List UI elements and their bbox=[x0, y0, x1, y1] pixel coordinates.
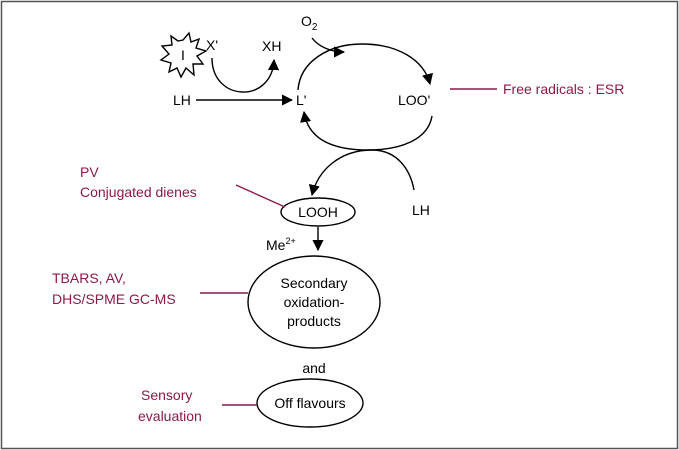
cycle-top-arc bbox=[297, 43, 433, 91]
off-flavours-node bbox=[256, 378, 364, 428]
and-label: and bbox=[302, 360, 325, 376]
lh-right-entry-line bbox=[371, 149, 415, 191]
initiator-label: I bbox=[181, 47, 185, 63]
loo-radical-label: LOO' bbox=[398, 92, 430, 108]
secondary-line1: Secondary bbox=[281, 275, 348, 291]
looh-label: LOOH bbox=[298, 204, 338, 220]
sensory-method-line2: evaluation bbox=[138, 408, 202, 424]
tbars-method: TBARS, AV, bbox=[52, 270, 126, 286]
cycle-to-looh-arrow bbox=[308, 149, 373, 197]
lh-left-label: LH bbox=[173, 92, 191, 108]
metal-catalyst-label: Me2+ bbox=[266, 236, 296, 253]
sensory-method-line1: Sensory bbox=[141, 387, 192, 403]
metal-superscript: 2+ bbox=[285, 236, 295, 246]
o2-label: O2 bbox=[301, 13, 318, 33]
l-radical-label: L' bbox=[296, 92, 306, 108]
secondary-line3: products bbox=[287, 313, 341, 329]
o2-subscript: 2 bbox=[312, 22, 318, 33]
xh-label: XH bbox=[262, 38, 281, 54]
conjugated-dienes-method: Conjugated dienes bbox=[80, 184, 197, 200]
cycle-bottom-arc bbox=[300, 110, 433, 151]
initiator-burst-icon bbox=[159, 31, 208, 79]
o2-entry-arrow bbox=[311, 37, 346, 58]
x-to-xh-arrow bbox=[211, 57, 280, 93]
secondary-products-node bbox=[247, 255, 381, 349]
lh-right-label: LH bbox=[412, 202, 430, 218]
dhs-method: DHS/SPME GC-MS bbox=[52, 291, 176, 307]
off-flavours-label: Off flavours bbox=[274, 395, 345, 411]
pv-method: PV bbox=[80, 164, 99, 180]
secondary-line2: oxidation- bbox=[284, 294, 345, 310]
pv-connector bbox=[235, 184, 286, 208]
looh-node bbox=[280, 197, 356, 227]
free-radicals-method: Free radicals : ESR bbox=[503, 81, 624, 97]
x-radical-label: X' bbox=[206, 37, 218, 53]
